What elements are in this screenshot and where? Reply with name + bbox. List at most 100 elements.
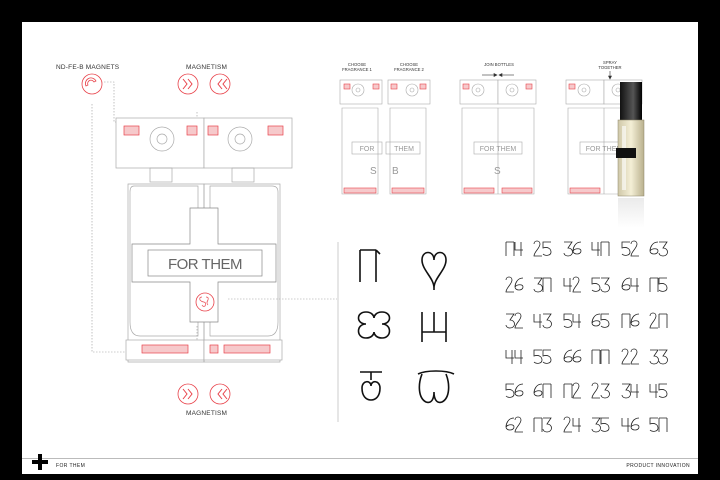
- step-2-bottle: THEM B: [385, 79, 431, 195]
- glyph-mark: [600, 383, 610, 399]
- glyph-mark: [649, 241, 659, 255]
- glyph-mark: [572, 418, 581, 432]
- step-1-label: CHOOSE FRAGRANCE 1: [342, 62, 372, 72]
- magnetism-bottom-label: MAGNETISM: [186, 410, 228, 417]
- glyph-mark: [649, 417, 659, 432]
- glyph-mark: [630, 278, 639, 292]
- step-2-label: CHOOSE FRAGRANCE 2: [394, 62, 424, 72]
- glyph-mark: [563, 349, 573, 363]
- glyph-mark: [658, 241, 668, 257]
- glyph-mark: [542, 349, 552, 364]
- glyph-mark: [533, 314, 542, 328]
- main-bottle-diagram: FOR THEM FOR S: [81, 71, 668, 433]
- glyph-mark: [621, 348, 630, 365]
- glyph-mark: [630, 384, 639, 398]
- glyph-mark: [505, 417, 515, 431]
- glyph-mark: [505, 383, 515, 398]
- glyph-mark: [600, 349, 610, 364]
- glyph-mark: [621, 277, 631, 291]
- glyph-mark: [514, 277, 524, 291]
- magnetism-top-label: MAGNETISM: [186, 64, 228, 71]
- glyph-mark: [542, 277, 552, 292]
- glyph-mark: [514, 312, 523, 329]
- step-3-bottles: FOR THEM S: [459, 79, 537, 195]
- large-monograms: [357, 249, 455, 404]
- join-arrows: [482, 73, 514, 77]
- glyph-mark: [658, 349, 668, 365]
- glyph-mark: [533, 240, 542, 257]
- glyph-mark: [572, 349, 582, 363]
- glyph-mark: [591, 277, 601, 292]
- glyph-mark: [600, 277, 610, 293]
- step-4-label: SPRAY TOGETHER: [598, 60, 622, 70]
- spray-arrow: [608, 71, 612, 80]
- glyph-mark: [649, 277, 659, 292]
- glyph-mark: [563, 241, 573, 257]
- glyph-mark: [533, 417, 543, 432]
- glyph-mark: [600, 417, 610, 432]
- glyph-mark: [572, 314, 581, 328]
- glyph-mark: [505, 241, 515, 256]
- glyph-mark: [600, 313, 610, 328]
- glyph-mark: [600, 241, 610, 256]
- step-1-bottle: FOR S: [339, 79, 383, 195]
- glyph-mark: [572, 382, 581, 399]
- glyph-mark: [591, 349, 601, 364]
- glyph-mark: [572, 276, 581, 293]
- glyph-mark: [649, 384, 658, 398]
- glyph-mark: [630, 348, 639, 365]
- glyph-mark: [630, 417, 640, 431]
- glyph-mark: [649, 312, 658, 329]
- magnets-label: Nd-Fe-B MAGNETS: [56, 64, 120, 71]
- footer-brand: FOR THEM: [56, 463, 86, 469]
- glyph-mark: [542, 383, 552, 398]
- glyph-mark: [563, 278, 572, 292]
- right-bottle: [203, 167, 283, 363]
- glyph-mark: [514, 416, 523, 433]
- repel-arrows-icon: [209, 383, 231, 405]
- glyph-mark: [658, 313, 668, 328]
- glyph-mark: [563, 383, 573, 398]
- svg-text:B: B: [392, 166, 399, 177]
- svg-text:S: S: [494, 166, 501, 177]
- glyph-mark: [533, 349, 543, 364]
- glyph-mark: [572, 241, 582, 255]
- svg-text:FOR THEM: FOR THEM: [586, 146, 623, 153]
- footer-section: PRODUCT INNOVATION: [626, 463, 690, 469]
- glyph-mark: [542, 241, 552, 256]
- glyph-mark: [621, 383, 631, 399]
- right-cap: [203, 117, 293, 169]
- svg-text:S: S: [370, 166, 377, 177]
- step-3-label: JOIN BOTTLES: [484, 62, 514, 67]
- fragrance-bottle-photo: [616, 82, 645, 228]
- presentation-board: FOR THEM FOR S: [22, 22, 698, 474]
- small-glyph-grid: [505, 240, 668, 433]
- svg-text:THEM: THEM: [394, 146, 414, 153]
- glyph-mark: [591, 242, 600, 256]
- repel-arrows-icon: [209, 73, 231, 95]
- glyph-mark: [649, 349, 659, 365]
- glyph-mark: [563, 313, 573, 328]
- glyph-mark: [658, 277, 668, 292]
- brand-cross-icon: [32, 454, 48, 470]
- step-storyboard: FOR S THEM B: [339, 79, 645, 228]
- glyph-mark: [514, 383, 524, 397]
- glyph-mark: [621, 313, 631, 328]
- footer-rule: [22, 458, 698, 459]
- glyph-mark: [621, 241, 631, 256]
- attract-arrows-icon: [177, 383, 199, 405]
- glyph-mark: [505, 313, 515, 329]
- glyph-mark: [542, 313, 552, 329]
- attract-arrows-icon: [177, 73, 199, 95]
- glyph-mark: [621, 418, 630, 432]
- magnet-icon: [81, 73, 103, 95]
- left-cap: [115, 117, 205, 169]
- glyph-mark: [591, 417, 601, 433]
- glyph-mark: [514, 242, 523, 256]
- glyph-mark: [630, 313, 640, 327]
- svg-text:FOR: FOR: [360, 146, 375, 153]
- glyph-mark: [563, 416, 572, 433]
- glyph-mark: [505, 276, 514, 293]
- svg-text:FOR THEM: FOR THEM: [480, 146, 517, 153]
- glyph-mark: [514, 350, 523, 364]
